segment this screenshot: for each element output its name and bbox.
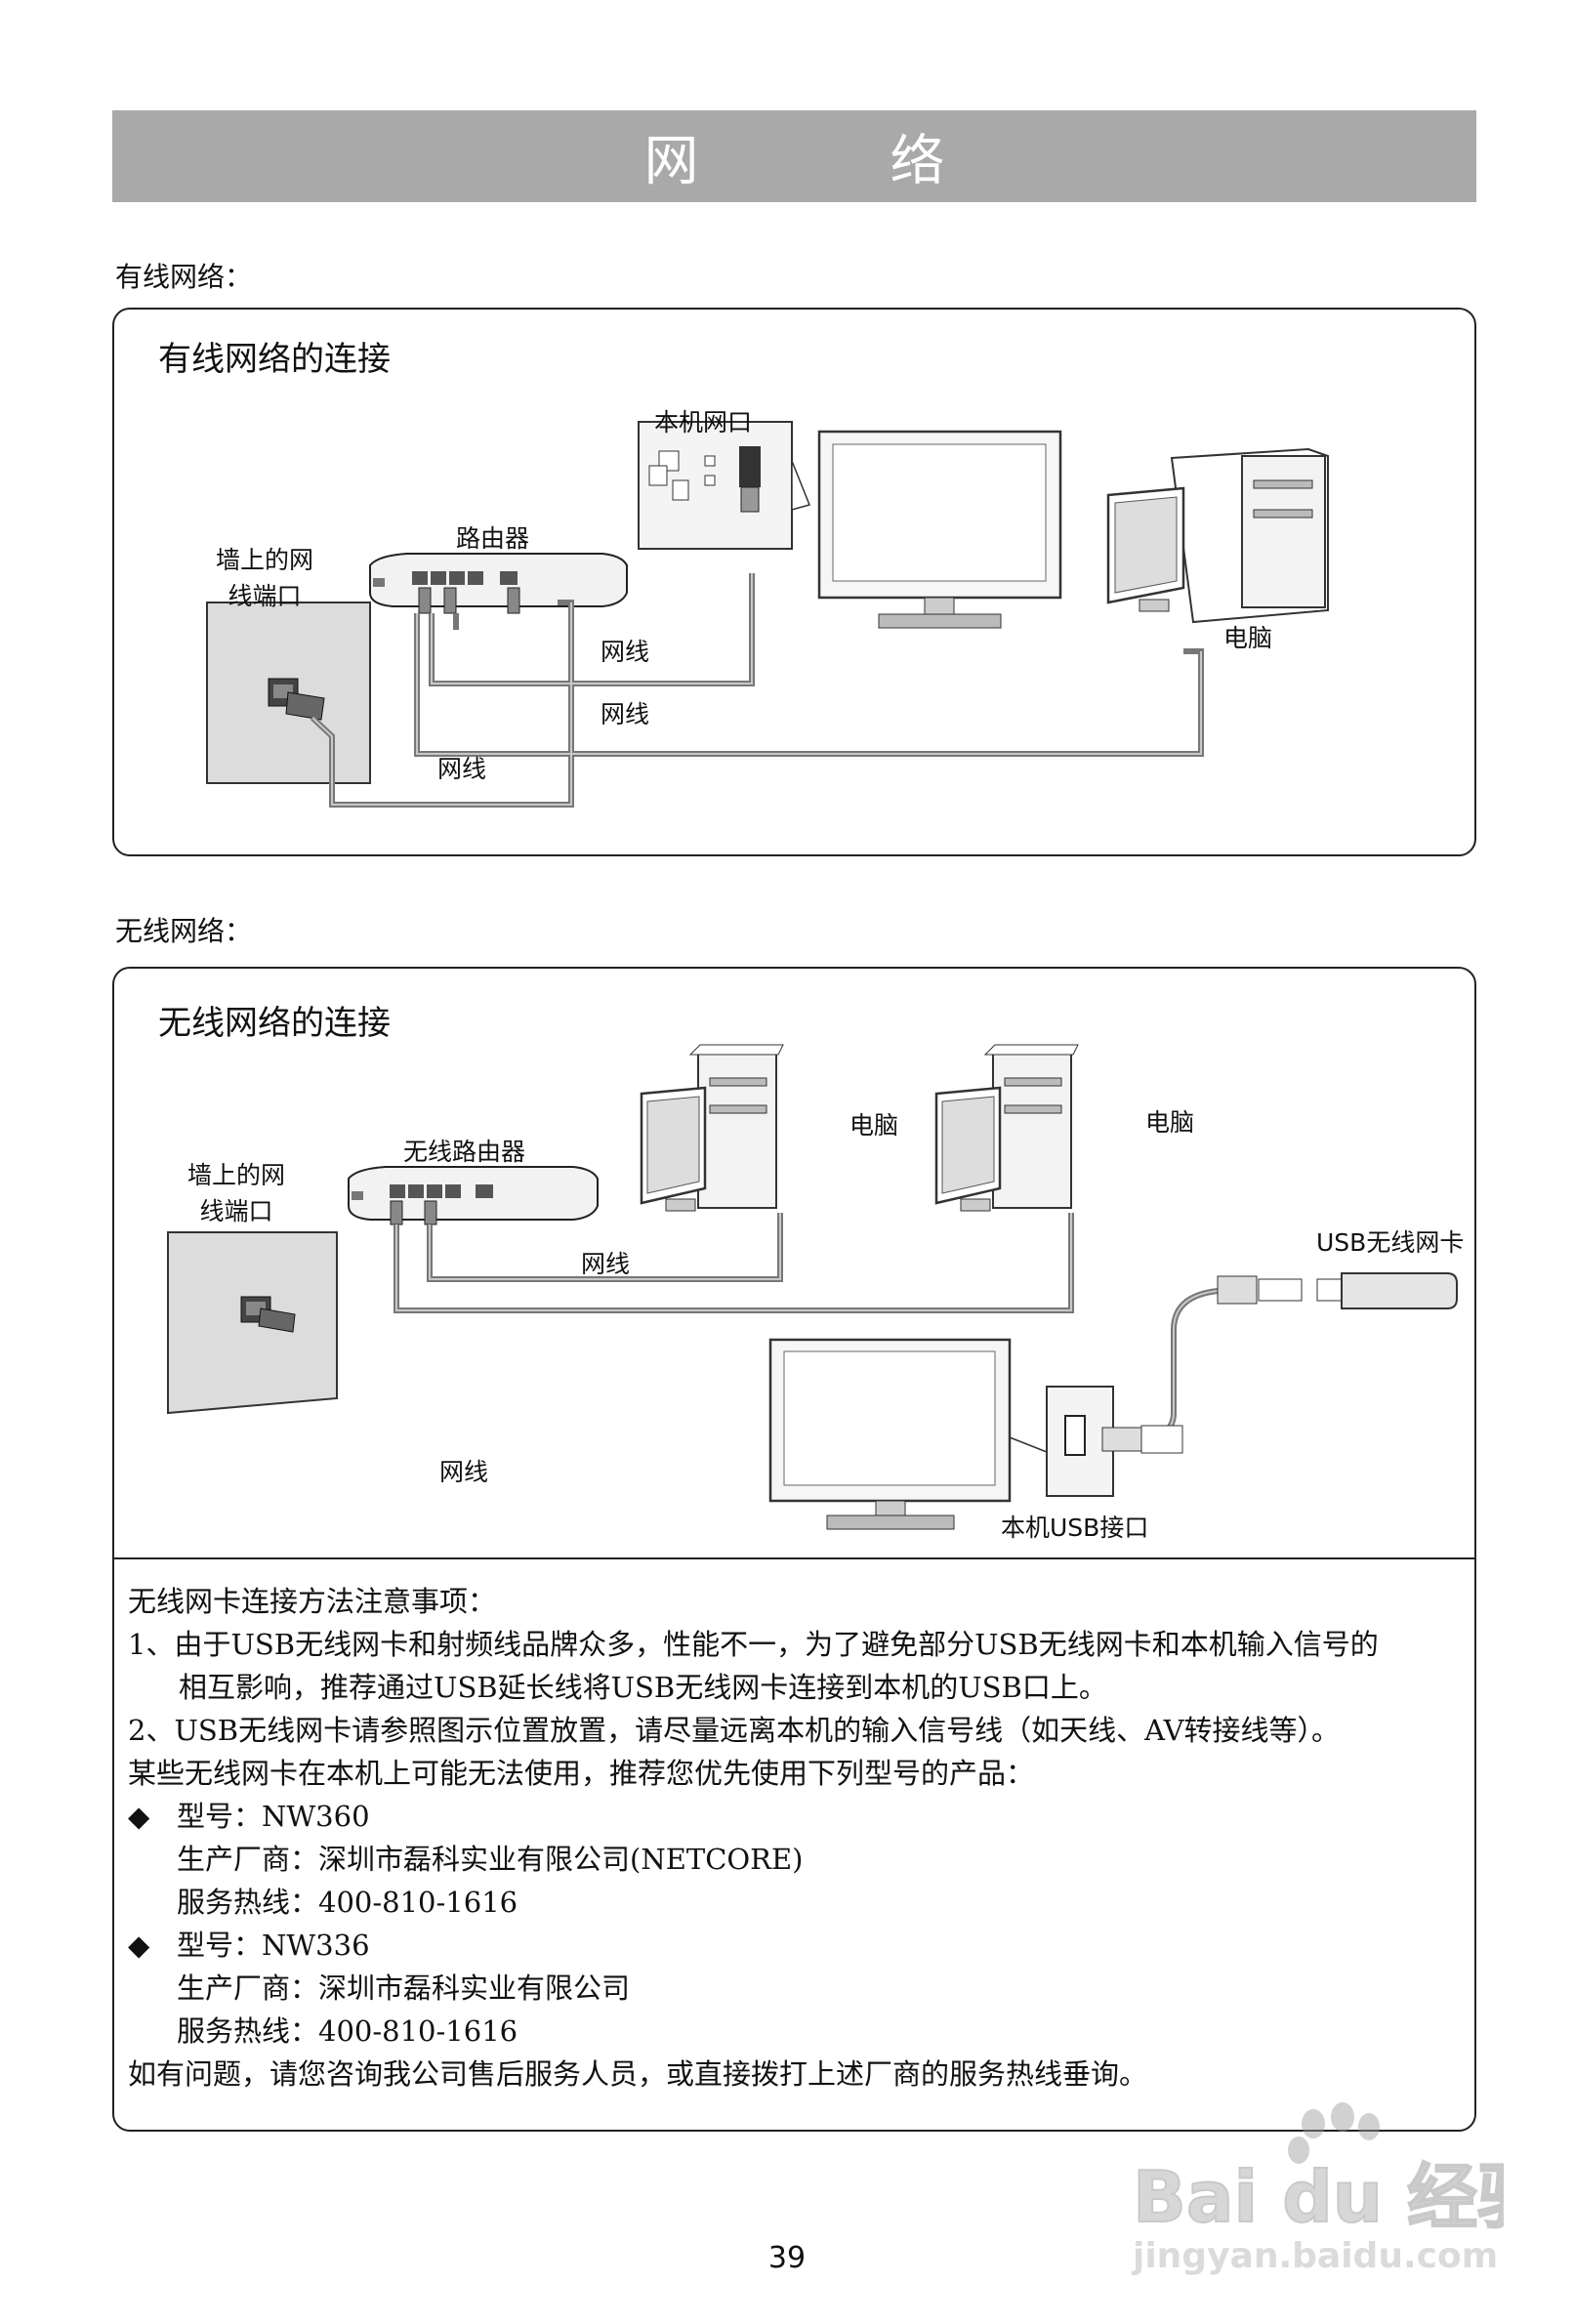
note-item-1: 1、由于USB无线网卡和射频线品牌众多，性能不一，为了避免部分USB无线网卡和本… (128, 1628, 1379, 1661)
product-2-model: 型号：NW336 (177, 1929, 370, 1962)
wireless-diagram (167, 1044, 1458, 1530)
product-1: ◆ 型号：NW360 (128, 1795, 1470, 1838)
label-usb-port: 本机USB接口 (1001, 1514, 1149, 1542)
page-title: 网 络 (643, 129, 1014, 193)
note-item-1-cont: 相互影响，推荐通过USB延长线将USB无线网卡连接到本机的USB口上。 (179, 1671, 1107, 1704)
notes-footer: 如有问题，请您咨询我公司售后服务人员，或直接拨打上述厂商的服务热线垂询。 (128, 2057, 1148, 2091)
watermark-url: jingyan.baidu.com (1131, 2236, 1498, 2275)
product-2-hotline: 服务热线：400-810-1616 (177, 2014, 518, 2048)
tv-icon (768, 1338, 1012, 1530)
product-2: ◆ 型号：NW336 (128, 1924, 1470, 1967)
label-wireless-router: 无线路由器 (403, 1138, 526, 1166)
computer-1-icon (640, 1044, 784, 1212)
label-cable-wireless-2: 网线 (439, 1458, 489, 1486)
wireless-box-title: 无线网络的连接 (158, 1004, 391, 1043)
label-computer: 电脑 (1223, 624, 1273, 652)
box-divider (114, 1557, 1474, 1559)
wall-jack-icon (240, 1296, 296, 1333)
notes-block: 无线网卡连接方法注意事项： 1、由于USB无线网卡和射频线品牌众多，性能不一，为… (128, 1580, 1470, 2096)
computer-2-icon (934, 1044, 1079, 1212)
label-router: 路由器 (456, 524, 530, 553)
router-icon (369, 553, 628, 614)
page-number: 39 (767, 2241, 807, 2275)
tv-icon (817, 430, 1062, 629)
wireless-router-icon (348, 1166, 599, 1225)
wireless-diagram-box (112, 967, 1476, 2132)
bullet-icon: ◆ (128, 1929, 150, 1962)
label-cable-pc: 网线 (601, 700, 650, 728)
wired-section-label: 有线网络： (115, 261, 253, 293)
product-1-maker: 生产厂商：深圳市磊科实业有限公司(NETCORE) (177, 1843, 804, 1876)
product-1-model: 型号：NW360 (177, 1800, 370, 1833)
label-cable-wall: 网线 (437, 755, 487, 783)
label-cable-tv: 网线 (601, 638, 650, 666)
bullet-icon: ◆ (128, 1800, 150, 1833)
wired-diagram (206, 421, 1329, 808)
watermark-brand: Bai du 经验 (1133, 2156, 1504, 2238)
label-cable-wireless-1: 网线 (581, 1250, 631, 1278)
wired-box-title: 有线网络的连接 (158, 340, 391, 379)
label-computer-1: 电脑 (849, 1111, 899, 1140)
product-2-maker: 生产厂商：深圳市磊科实业有限公司 (177, 1971, 631, 2005)
label-computer-2: 电脑 (1145, 1108, 1195, 1137)
label-usb-card: USB无线网卡 (1316, 1228, 1465, 1257)
wired-diagram-box (112, 308, 1476, 856)
usb-port-inset (1009, 1386, 1183, 1497)
product-1-hotline: 服务热线：400-810-1616 (177, 1886, 518, 1919)
wall-jack-icon (268, 678, 325, 721)
label-local-port: 本机网口 (654, 408, 753, 436)
baidu-watermark-logo: Bai du 经验 jingyan.baidu.com (1131, 2102, 1504, 2275)
label-wall-port-2: 墙上的网 线端口 (187, 1161, 286, 1225)
notes-heading: 无线网卡连接方法注意事项： (128, 1585, 497, 1618)
computer-icon (1106, 447, 1329, 624)
wireless-section-label: 无线网络： (115, 915, 253, 947)
recommend-text: 某些无线网卡在本机上可能无法使用，推荐您优先使用下列型号的产品： (128, 1757, 1035, 1790)
port-inset (638, 421, 811, 550)
note-item-2: 2、USB无线网卡请参照图示位置放置，请尽量远离本机的输入信号线（如天线、AV转… (128, 1714, 1341, 1747)
label-wall-port: 墙上的网 线端口 (216, 546, 314, 610)
usb-card-icon (1217, 1272, 1458, 1309)
page-title-bar: 网 络 (112, 110, 1476, 202)
